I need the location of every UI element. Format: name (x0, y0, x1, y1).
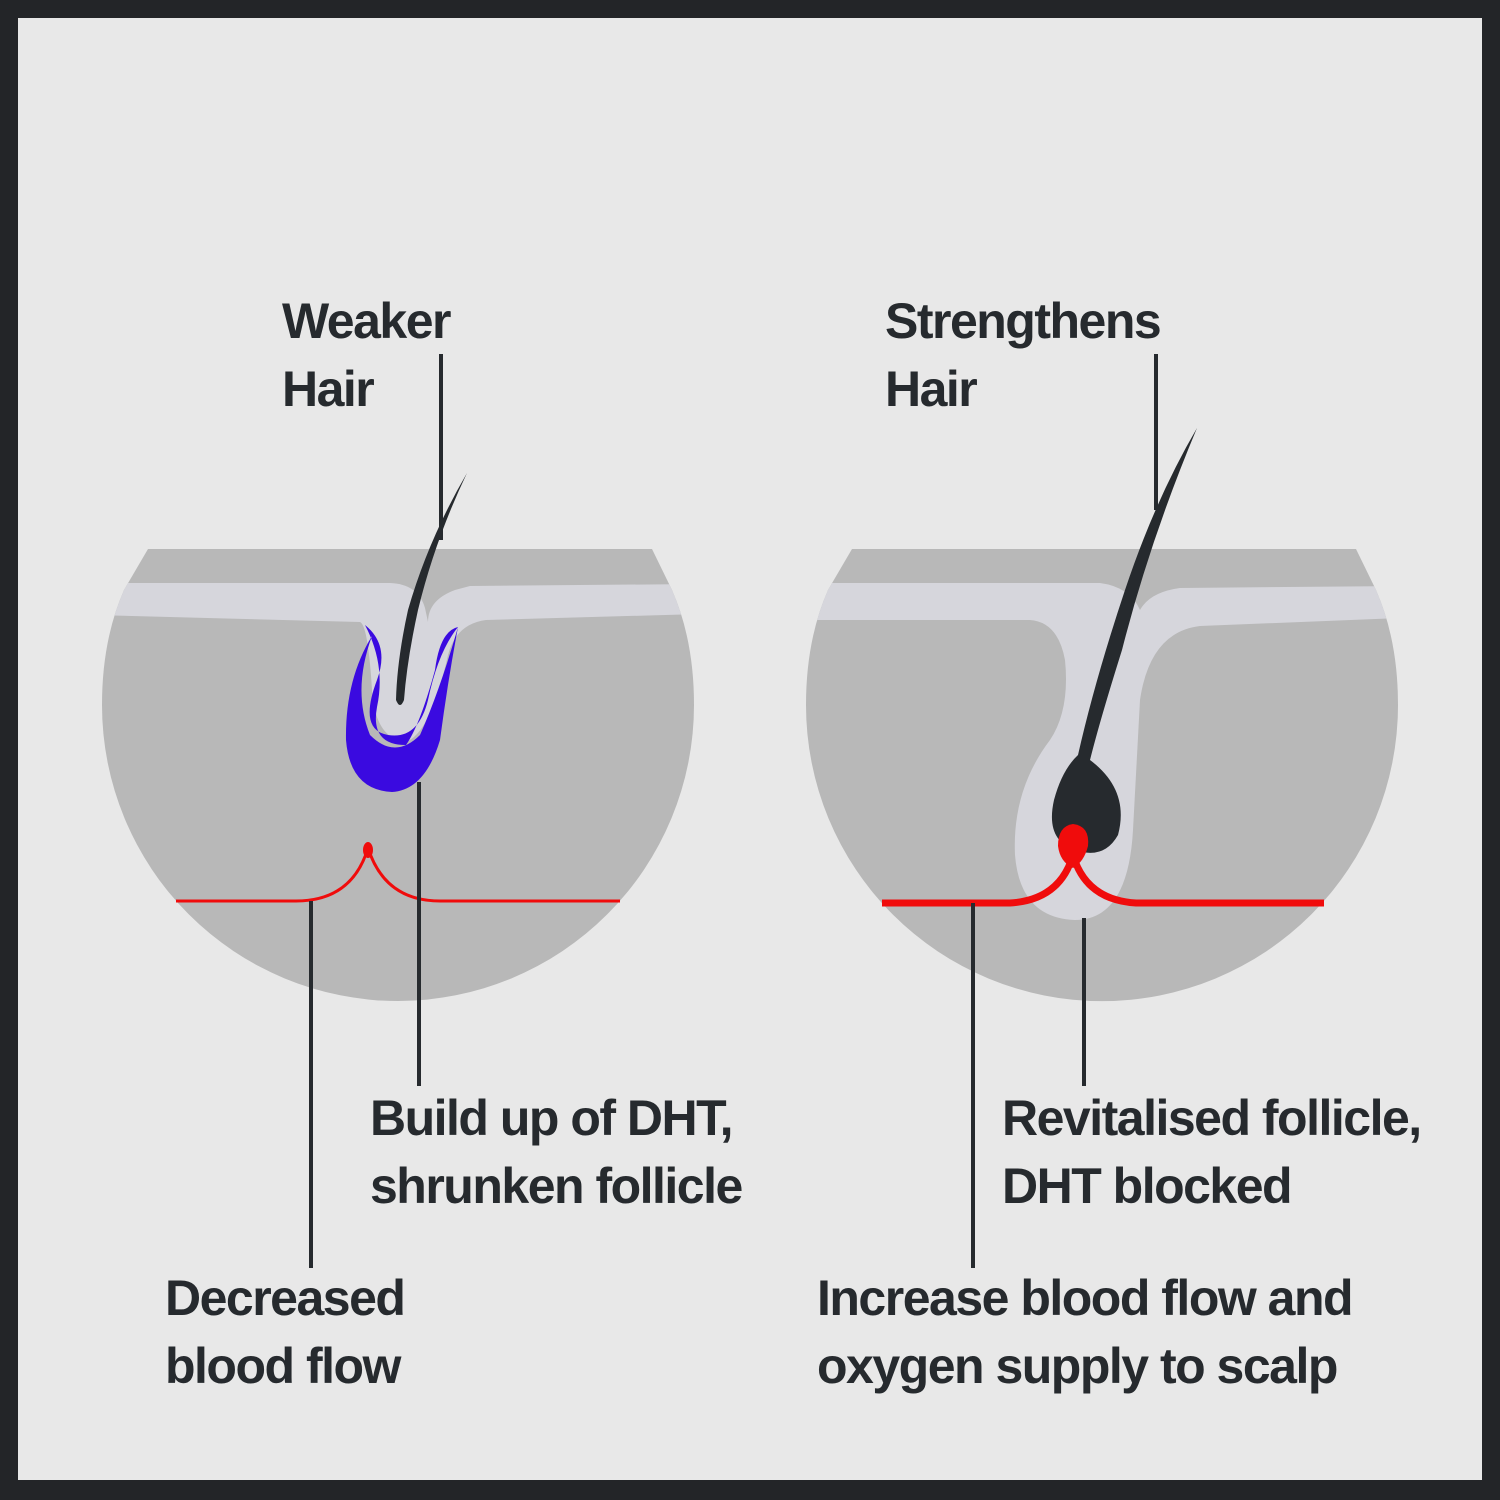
right-hair-strand (1051, 428, 1197, 853)
left-epidermis-layer (102, 583, 694, 742)
weaker-hair-label-line-1: Weaker (282, 293, 451, 349)
left-capillary-tip (363, 842, 373, 858)
dht-buildup-label: Build up of DHT, shrunken follicle (370, 1084, 743, 1220)
right-epidermis-layer (805, 583, 1398, 920)
revitalised-follicle-label: Revitalised follicle, DHT blocked (1002, 1084, 1422, 1220)
left-hair-strand (396, 473, 467, 705)
increased-blood-flow-label-line-2: oxygen supply to scalp (817, 1338, 1338, 1394)
left-scalp-cross-section (102, 473, 694, 1001)
right-scalp-cross-section (805, 428, 1398, 1002)
weaker-hair-label: Weaker Hair (282, 287, 451, 423)
decreased-blood-flow-label-line-1: Decreased (165, 1270, 406, 1326)
revitalised-follicle-label-line-1: Revitalised follicle, (1002, 1090, 1422, 1146)
decreased-blood-flow-label: Decreased blood flow (165, 1264, 406, 1400)
strengthens-hair-label-line-1: Strengthens (885, 293, 1162, 349)
left-dht-buildup (345, 625, 458, 792)
weaker-hair-label-line-2: Hair (282, 361, 375, 417)
increased-blood-flow-label-line-1: Increase blood flow and (817, 1270, 1354, 1326)
right-follicle-blood-supply (1058, 824, 1089, 868)
dht-buildup-label-line-2: shrunken follicle (370, 1158, 743, 1214)
revitalised-follicle-label-line-2: DHT blocked (1002, 1158, 1293, 1214)
strengthens-hair-label-line-2: Hair (885, 361, 978, 417)
increased-blood-flow-label: Increase blood flow and oxygen supply to… (817, 1264, 1354, 1400)
strengthens-hair-label: Strengthens Hair (885, 287, 1162, 423)
dht-buildup-label-line-1: Build up of DHT, (370, 1090, 734, 1146)
decreased-blood-flow-label-line-2: blood flow (165, 1338, 401, 1394)
